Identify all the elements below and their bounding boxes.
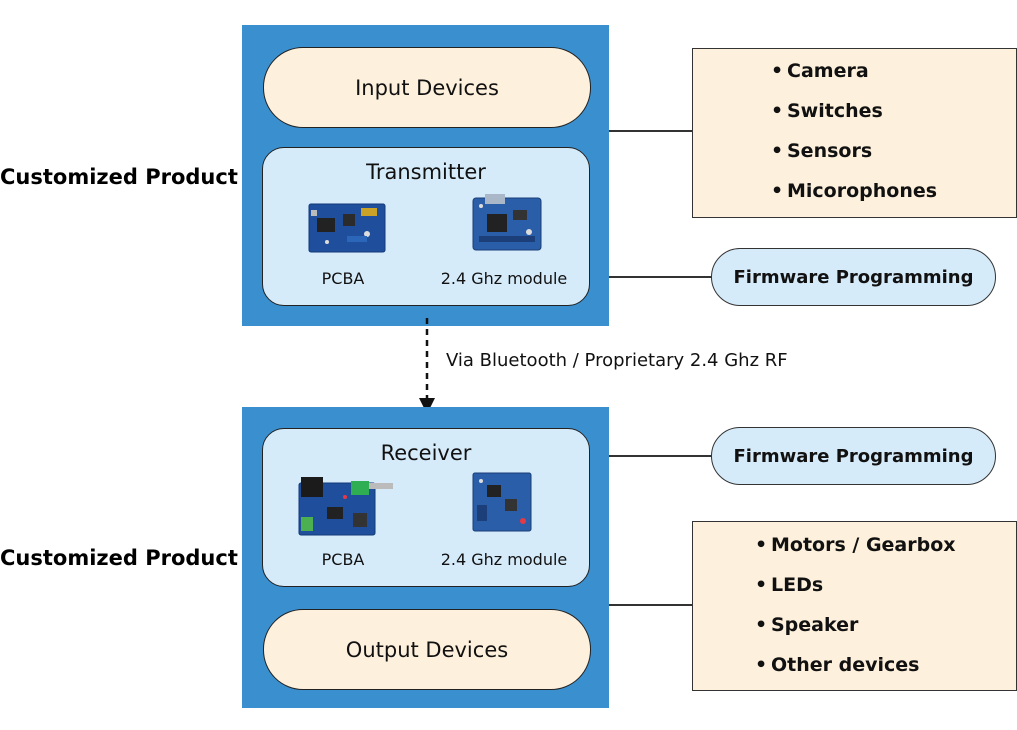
list-item: •Micorophones (771, 180, 938, 202)
receiver-pcba-image (298, 477, 393, 536)
list-item: •Switches (771, 100, 883, 122)
transmitter-box: Transmitter PCBA 2.4 Ghz module (262, 147, 590, 306)
bottom-firmware-connector (609, 455, 711, 457)
receiver-module-caption: 2.4 Ghz module (440, 550, 568, 569)
top-firmware-connector (609, 276, 711, 278)
receiver-box: Receiver PCBA 2.4 Ghz module (262, 428, 590, 587)
list-item: •LEDs (755, 574, 824, 596)
output-devices-pill: Output Devices (263, 609, 591, 690)
transmitter-module-image (472, 194, 542, 251)
output-list-connector (609, 604, 693, 606)
output-devices-list: •Motors / Gearbox •LEDs •Speaker •Other … (692, 521, 1017, 691)
bottom-side-label: Customized Product (0, 546, 238, 570)
rf-link-arrow (419, 318, 435, 414)
transmitter-pcba-image (308, 203, 386, 253)
input-devices-pill: Input Devices (263, 47, 591, 128)
list-item: •Speaker (755, 614, 859, 636)
list-item: •Camera (771, 60, 869, 82)
top-side-label: Customized Product (0, 165, 238, 189)
list-item: •Sensors (771, 140, 873, 162)
receiver-pcba-caption: PCBA (321, 550, 365, 569)
list-item: •Other devices (755, 654, 920, 676)
bottom-firmware-pill: Firmware Programming (711, 427, 996, 485)
receiver-module-image (472, 472, 532, 532)
transmitter-title: Transmitter (366, 160, 486, 184)
input-devices-list: •Camera •Switches •Sensors •Micorophones (692, 48, 1017, 218)
list-item: •Motors / Gearbox (755, 534, 956, 556)
transmitter-module-caption: 2.4 Ghz module (440, 269, 568, 288)
transmitter-pcba-caption: PCBA (321, 269, 365, 288)
input-list-connector (609, 130, 693, 132)
rf-link-label: Via Bluetooth / Proprietary 2.4 Ghz RF (446, 350, 788, 371)
receiver-title: Receiver (380, 441, 472, 465)
top-firmware-pill: Firmware Programming (711, 248, 996, 306)
